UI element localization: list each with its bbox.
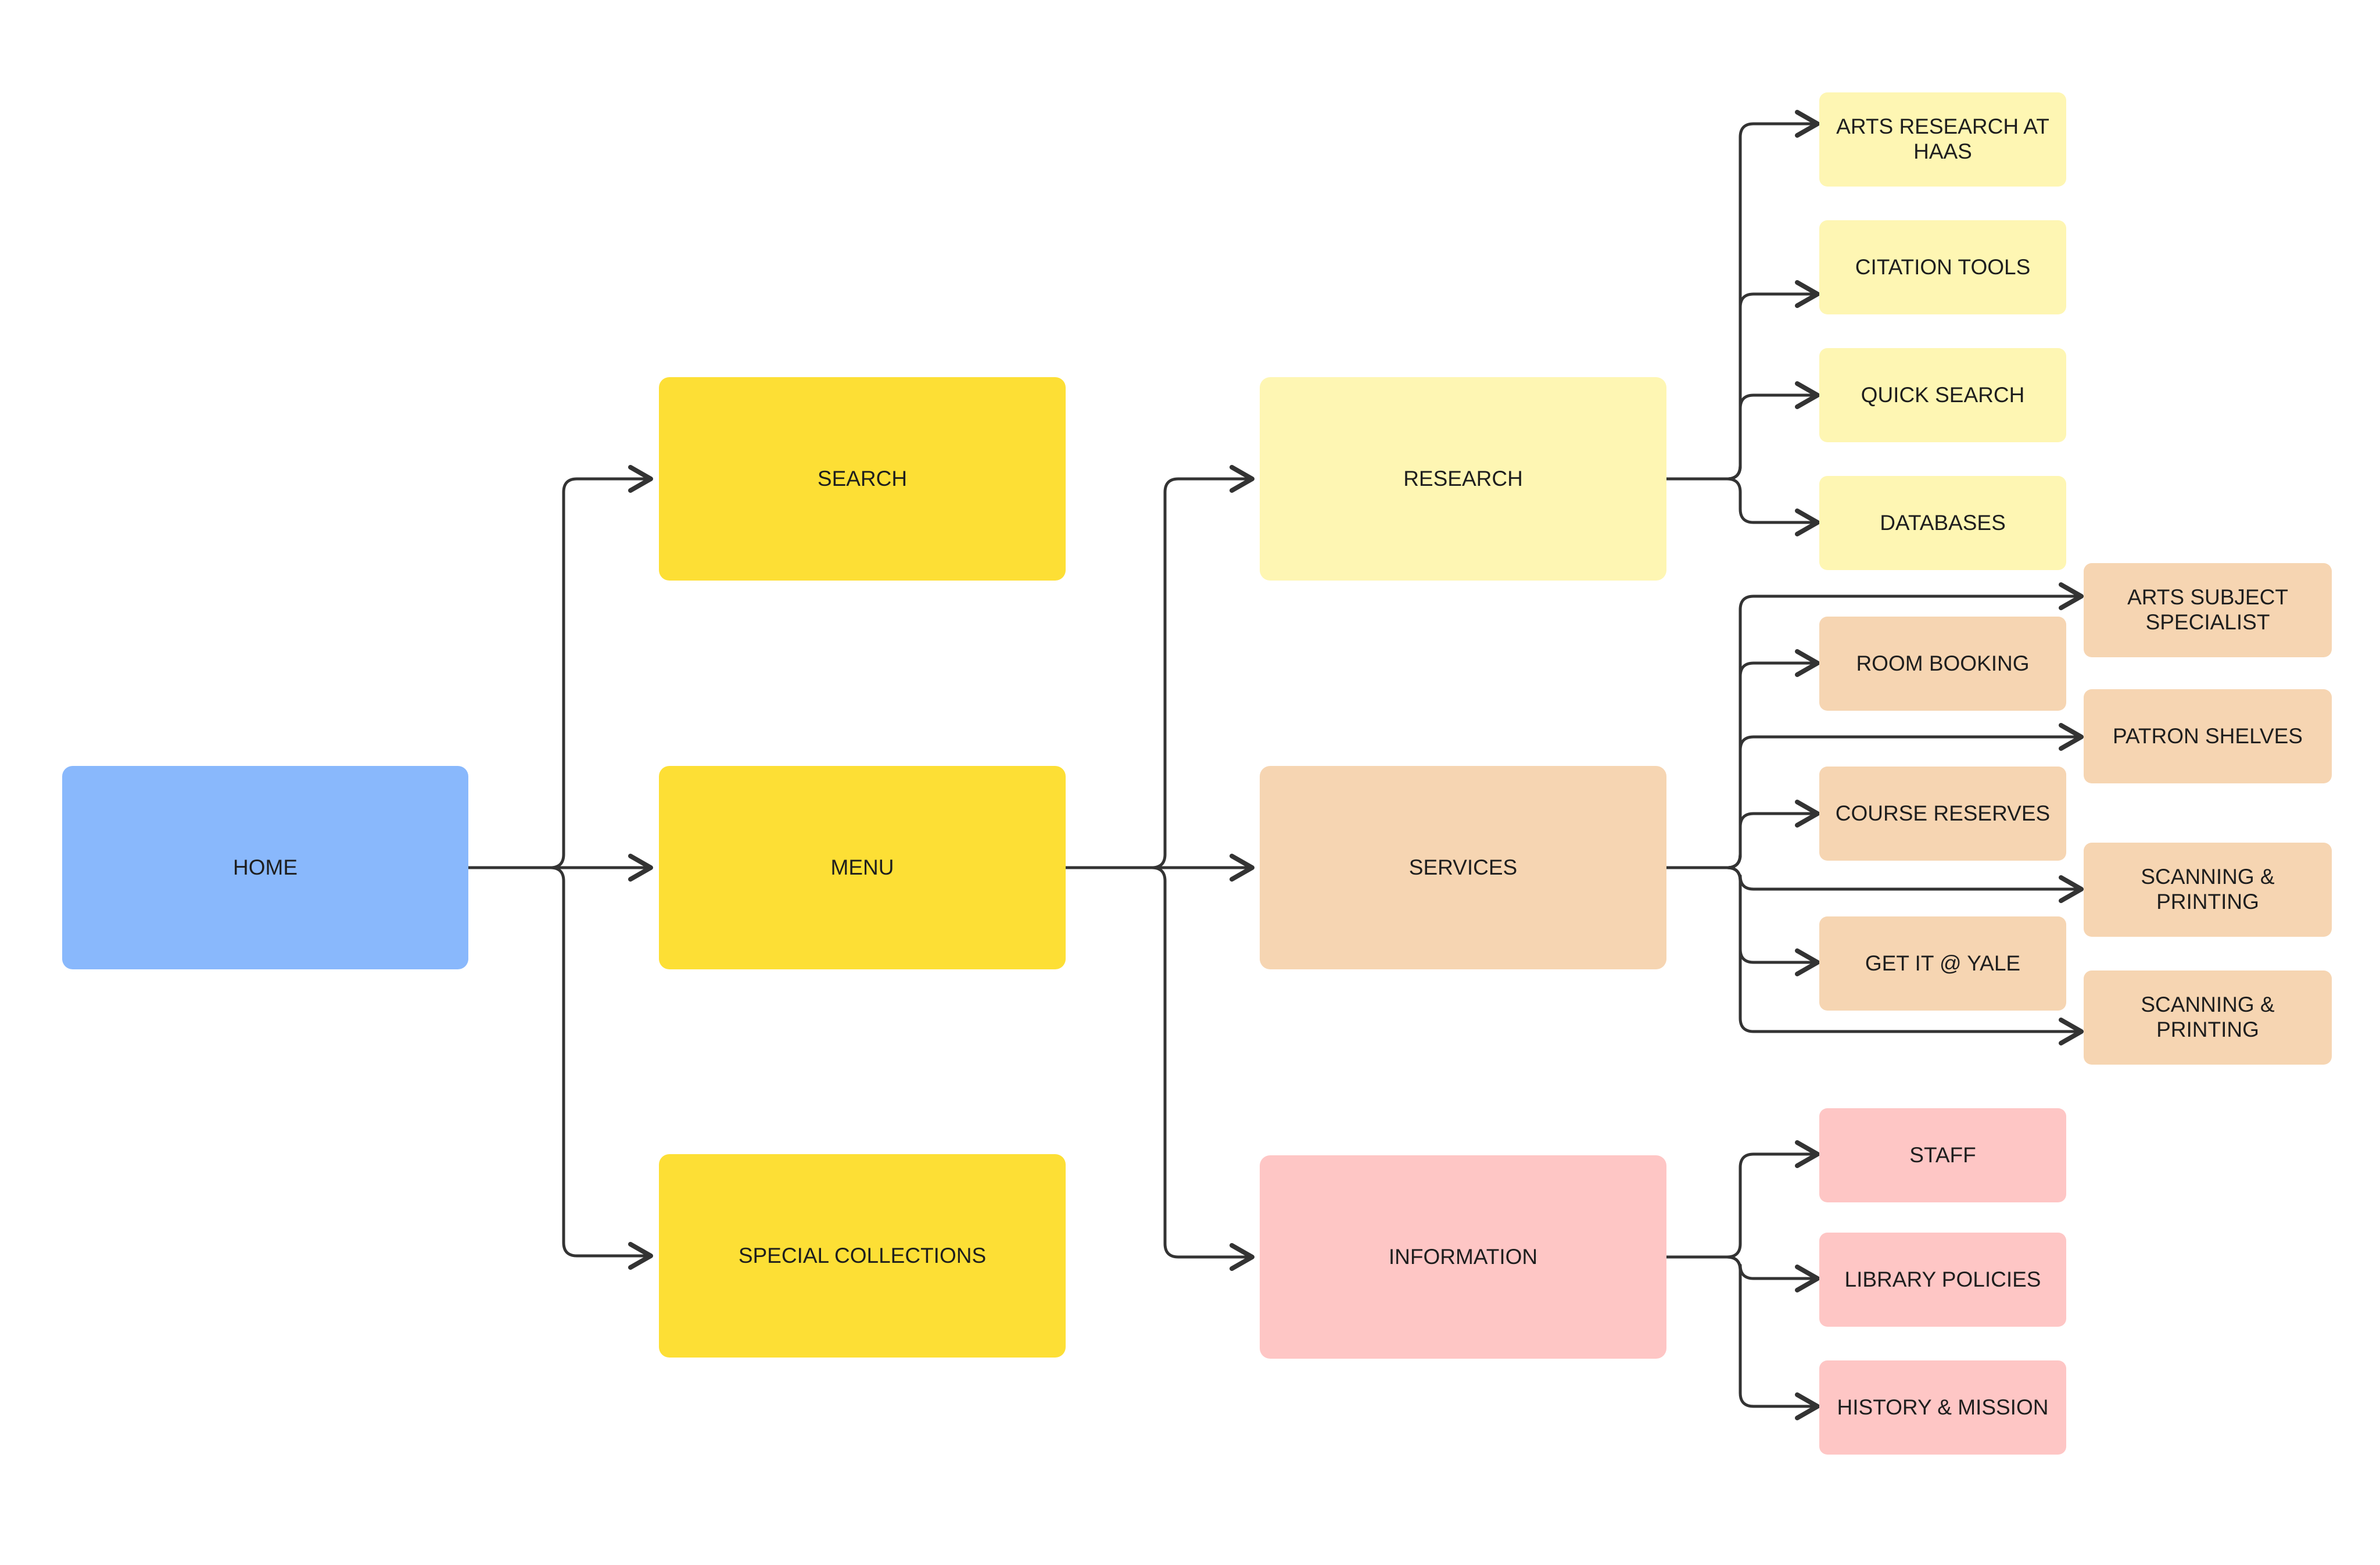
node-room-booking[interactable]: ROOM BOOKING	[1819, 617, 2066, 711]
connector-services-scanning-2	[1665, 866, 2084, 1045]
node-history-mission[interactable]: HISTORY & MISSION	[1819, 1360, 2066, 1455]
connector-info-history	[1665, 1255, 1820, 1420]
node-history-mission-label: HISTORY & MISSION	[1837, 1395, 2049, 1419]
connector-home-special	[467, 866, 653, 1270]
connector-research-citation	[1665, 280, 1820, 481]
node-databases-label: DATABASES	[1880, 510, 2006, 535]
node-information-label: INFORMATION	[1388, 1244, 1538, 1269]
node-research[interactable]: RESEARCH	[1260, 377, 1666, 581]
node-course-reserves[interactable]: COURSE RESERVES	[1819, 767, 2066, 861]
node-arts-subject-specialist[interactable]: ARTS SUBJECT SPECIALIST	[2084, 563, 2332, 657]
node-menu[interactable]: MENU	[659, 766, 1066, 969]
connector-home-search	[467, 465, 653, 869]
node-arts-subject-specialist-label: ARTS SUBJECT SPECIALIST	[2127, 585, 2288, 634]
node-get-it-yale-label: GET IT @ YALE	[1865, 951, 2021, 975]
node-citation-tools-label: CITATION TOOLS	[1855, 255, 2031, 279]
node-special-collections[interactable]: SPECIAL COLLECTIONS	[659, 1154, 1066, 1358]
node-services[interactable]: SERVICES	[1260, 766, 1666, 969]
node-course-reserves-label: COURSE RESERVES	[1835, 801, 2051, 825]
connector-services-room-booking	[1665, 649, 1820, 869]
node-search[interactable]: SEARCH	[659, 377, 1066, 581]
node-home[interactable]: HOME	[62, 766, 468, 969]
node-scanning-printing-2-label: SCANNING & PRINTING	[2141, 993, 2275, 1041]
node-quick-search[interactable]: QUICK SEARCH	[1819, 348, 2066, 442]
node-scanning-printing-2[interactable]: SCANNING & PRINTING	[2084, 970, 2332, 1065]
node-arts-research-at-haas-label: ARTS RESEARCH AT HAAS	[1836, 114, 2049, 163]
connector-menu-information	[1064, 866, 1254, 1271]
node-databases[interactable]: DATABASES	[1819, 476, 2066, 570]
node-staff-label: STAFF	[1909, 1143, 1976, 1167]
node-library-policies-label: LIBRARY POLICIES	[1844, 1267, 2041, 1291]
node-patron-shelves-label: PATRON SHELVES	[2113, 724, 2303, 748]
node-quick-search-label: QUICK SEARCH	[1861, 382, 2025, 407]
node-citation-tools[interactable]: CITATION TOOLS	[1819, 220, 2066, 314]
node-arts-research-at-haas[interactable]: ARTS RESEARCH AT HAAS	[1819, 92, 2066, 187]
node-staff[interactable]: STAFF	[1819, 1108, 2066, 1202]
node-information[interactable]: INFORMATION	[1260, 1155, 1666, 1359]
node-library-policies[interactable]: LIBRARY POLICIES	[1819, 1233, 2066, 1327]
connector-research-databases	[1665, 477, 1820, 536]
node-research-label: RESEARCH	[1403, 466, 1523, 490]
node-get-it-yale[interactable]: GET IT @ YALE	[1819, 916, 2066, 1011]
node-search-label: SEARCH	[817, 466, 908, 490]
node-home-label: HOME	[233, 855, 298, 879]
node-services-label: SERVICES	[1408, 855, 1518, 879]
node-scanning-printing-1[interactable]: SCANNING & PRINTING	[2084, 843, 2332, 937]
node-scanning-printing-1-label: SCANNING & PRINTING	[2141, 865, 2275, 914]
connector-services-course-reserves	[1665, 800, 1820, 869]
connector-research-quick-search	[1665, 381, 1820, 481]
connector-info-staff	[1665, 1140, 1820, 1259]
connector-info-policies	[1665, 1255, 1820, 1292]
node-special-collections-label: SPECIAL COLLECTIONS	[738, 1243, 987, 1267]
node-patron-shelves[interactable]: PATRON SHELVES	[2084, 689, 2332, 783]
connector-menu-research	[1064, 465, 1254, 869]
node-menu-label: MENU	[830, 855, 894, 879]
connector-services-scanning-1	[1665, 866, 2084, 903]
node-room-booking-label: ROOM BOOKING	[1856, 651, 2030, 675]
